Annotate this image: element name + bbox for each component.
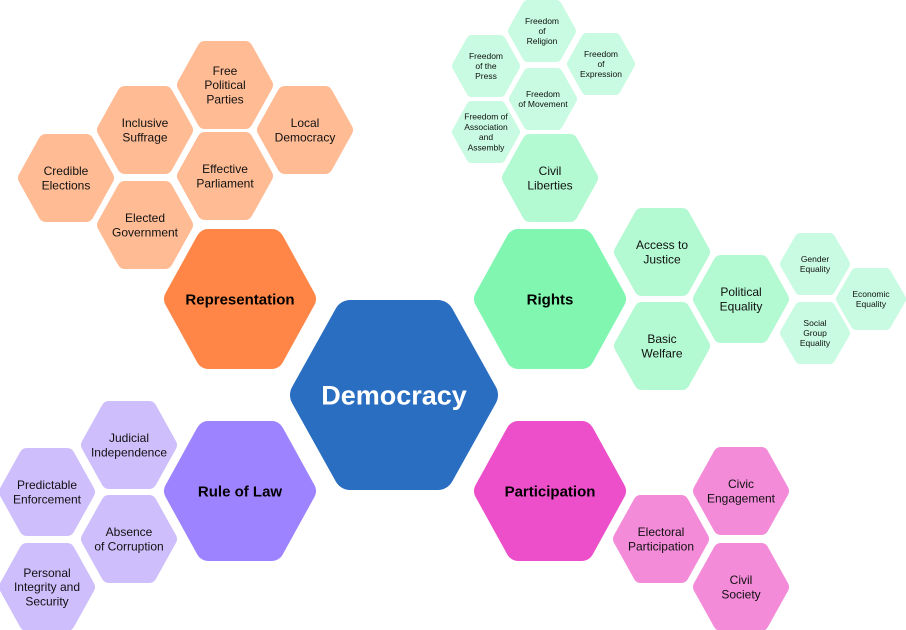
hexagon-shape [0, 447, 95, 537]
hexagon-shape [613, 207, 711, 297]
hexagon-shape [452, 34, 520, 97]
hexagon-shape [176, 131, 274, 221]
hexagon-shape [176, 41, 274, 129]
hexagon-shape [692, 542, 790, 630]
hexagon-shape [81, 494, 178, 584]
hexagon-shape [18, 133, 114, 223]
hexagon-shape [835, 268, 906, 330]
node-representation: Representation [164, 229, 316, 369]
hexagon-shape [452, 101, 520, 163]
hexagon-shape [97, 86, 194, 175]
hexagon-shape [474, 229, 627, 369]
hexagon-shape [164, 229, 316, 369]
hexagon-shape [508, 0, 576, 63]
hexagon-shape [612, 494, 710, 584]
hexagon-shape [509, 68, 577, 130]
hexagon-shape [81, 400, 178, 490]
hexagon-shape [290, 300, 498, 490]
hexagon-shape [0, 542, 95, 630]
node-democracy: Democracy [290, 300, 498, 490]
node-label: Democracy [321, 380, 467, 410]
hexagon-shape [501, 133, 599, 223]
hexagon-shape [779, 302, 851, 364]
hexagon-shape [567, 32, 635, 95]
hexagon-shape [474, 421, 627, 562]
hexagon-shape [97, 180, 194, 270]
hexagon-shape [613, 301, 711, 391]
hexagon-shape [779, 233, 851, 295]
node-label: Representation [185, 291, 294, 308]
node-label: Rule of Law [198, 483, 283, 500]
node-label: Participation [505, 483, 596, 500]
node-label: Rights [527, 291, 574, 308]
hexagon-shape [256, 86, 354, 175]
node-rights: Rights [474, 229, 627, 369]
hexagon-shape [692, 254, 790, 344]
node-participation: Participation [474, 421, 627, 562]
hexagon-shape [164, 421, 316, 562]
hexagon-shape [692, 446, 790, 536]
node-rule-of-law: Rule of Law [164, 421, 316, 562]
